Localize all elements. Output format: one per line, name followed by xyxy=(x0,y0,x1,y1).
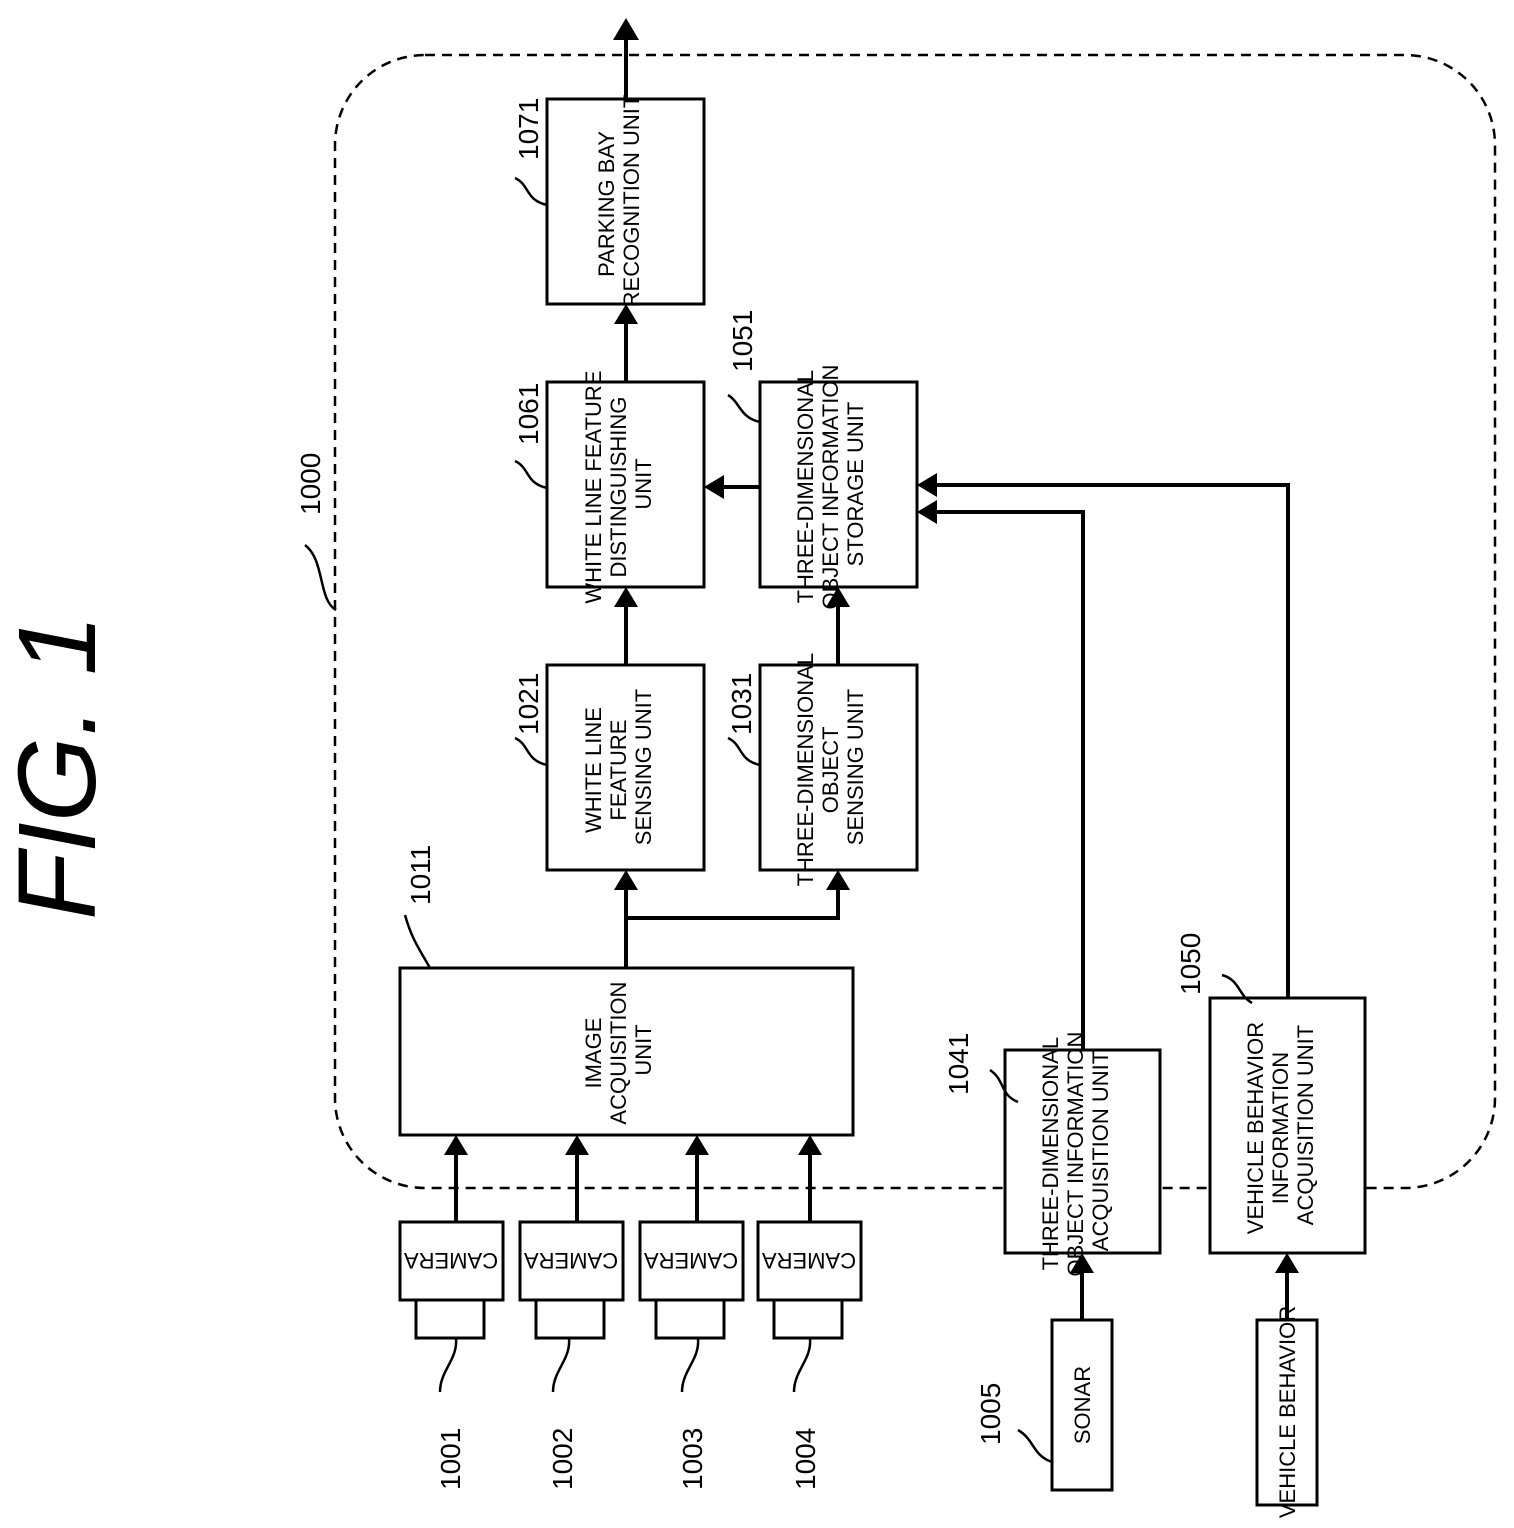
figure-title: FIG. 1 xyxy=(0,614,119,920)
camera-1002-ref-leader xyxy=(553,1338,569,1392)
vehicle-behavior: VEHICLE BEHAVIOR xyxy=(1257,1306,1317,1518)
white-line-feature-distinguishing-unit: WHITE LINE FEATURE DISTINGUISHING UNIT xyxy=(547,364,704,603)
svg-text:CAMERA: CAMERA xyxy=(762,1248,856,1273)
three-d-object-sensing-unit: THREE-DIMENSIONAL OBJECT SENSING UNIT xyxy=(760,648,917,887)
camera-1003: CAMERA xyxy=(640,1222,743,1338)
system-ref: 1000 xyxy=(295,453,326,515)
svg-text:CAMERA: CAMERA xyxy=(404,1248,498,1273)
storage-ref-leader xyxy=(728,395,760,422)
camera-1002-ref: 1002 xyxy=(547,1428,578,1490)
svg-text:CAMERA: CAMERA xyxy=(524,1248,618,1273)
distinguishing-ref: 1061 xyxy=(513,383,544,445)
svg-text:SONAR: SONAR xyxy=(1070,1366,1095,1444)
camera-1003-ref: 1003 xyxy=(677,1428,708,1490)
white-line-sensing-ref-leader xyxy=(515,738,547,765)
camera-1003-ref-leader xyxy=(682,1338,698,1392)
svg-text:PARKING BAY RECOGNITION: PARKING BAY RECOGNITION UNIT xyxy=(594,95,644,308)
sonar-ref-leader xyxy=(1018,1430,1052,1462)
info-acq-ref: 1041 xyxy=(943,1033,974,1095)
parking-bay-ref-leader xyxy=(515,178,547,205)
sonar-ref: 1005 xyxy=(975,1383,1006,1445)
sonar: SONAR xyxy=(1052,1320,1112,1490)
camera-1004-ref: 1004 xyxy=(790,1428,821,1490)
parking-bay-recognition-unit: PARKING BAY RECOGNITION UNIT xyxy=(547,95,704,308)
distinguishing-ref-leader xyxy=(515,461,547,488)
three-d-object-information-acquisition-unit: THREE-DIMENSIONAL OBJECT INFORMATION ACQ… xyxy=(1005,1026,1160,1277)
svg-text:VEHICLE BEHAVIOR INFORMA: VEHICLE BEHAVIOR INFORMATION ACQUISITION… xyxy=(1243,1016,1318,1234)
svg-text:VEHICLE BEHAVIOR: VEHICLE BEHAVIOR xyxy=(1275,1306,1300,1518)
white-line-sensing-ref: 1021 xyxy=(513,673,544,735)
storage-ref: 1051 xyxy=(727,310,758,372)
three-d-sensing-ref-leader xyxy=(728,738,760,765)
camera-1004-ref-leader xyxy=(794,1338,810,1392)
camera-1001: CAMERA xyxy=(400,1222,503,1338)
image-acquisition-ref-leader xyxy=(405,915,430,968)
image-acquisition-unit: IMAGE ACQUISITION UNIT xyxy=(400,968,853,1135)
vehicle-behavior-information-acquisition-unit: VEHICLE BEHAVIOR INFORMATION ACQUISITION… xyxy=(1210,998,1365,1253)
camera-1001-ref-leader xyxy=(440,1338,456,1392)
three-d-sensing-ref: 1031 xyxy=(726,673,757,735)
svg-text:CAMERA: CAMERA xyxy=(644,1248,738,1273)
svg-text:THREE-DIMENSIONAL OBJECT: THREE-DIMENSIONAL OBJECT INFORMATION ACQ… xyxy=(1038,1026,1113,1277)
three-d-object-information-storage-unit: THREE-DIMENSIONAL OBJECT INFORMATION STO… xyxy=(760,359,917,610)
parking-bay-ref: 1071 xyxy=(513,98,544,160)
camera-1004: CAMERA xyxy=(758,1222,861,1338)
camera-1001-ref: 1001 xyxy=(435,1428,466,1490)
vehicle-behavior-acq-ref: 1050 xyxy=(1175,933,1206,995)
image-acquisition-ref: 1011 xyxy=(405,845,436,905)
camera-1002: CAMERA xyxy=(520,1222,623,1338)
white-line-feature-sensing-unit: WHITE LINE FEATURE SENSING UNIT xyxy=(547,665,704,870)
system-ref-leader xyxy=(305,545,336,610)
